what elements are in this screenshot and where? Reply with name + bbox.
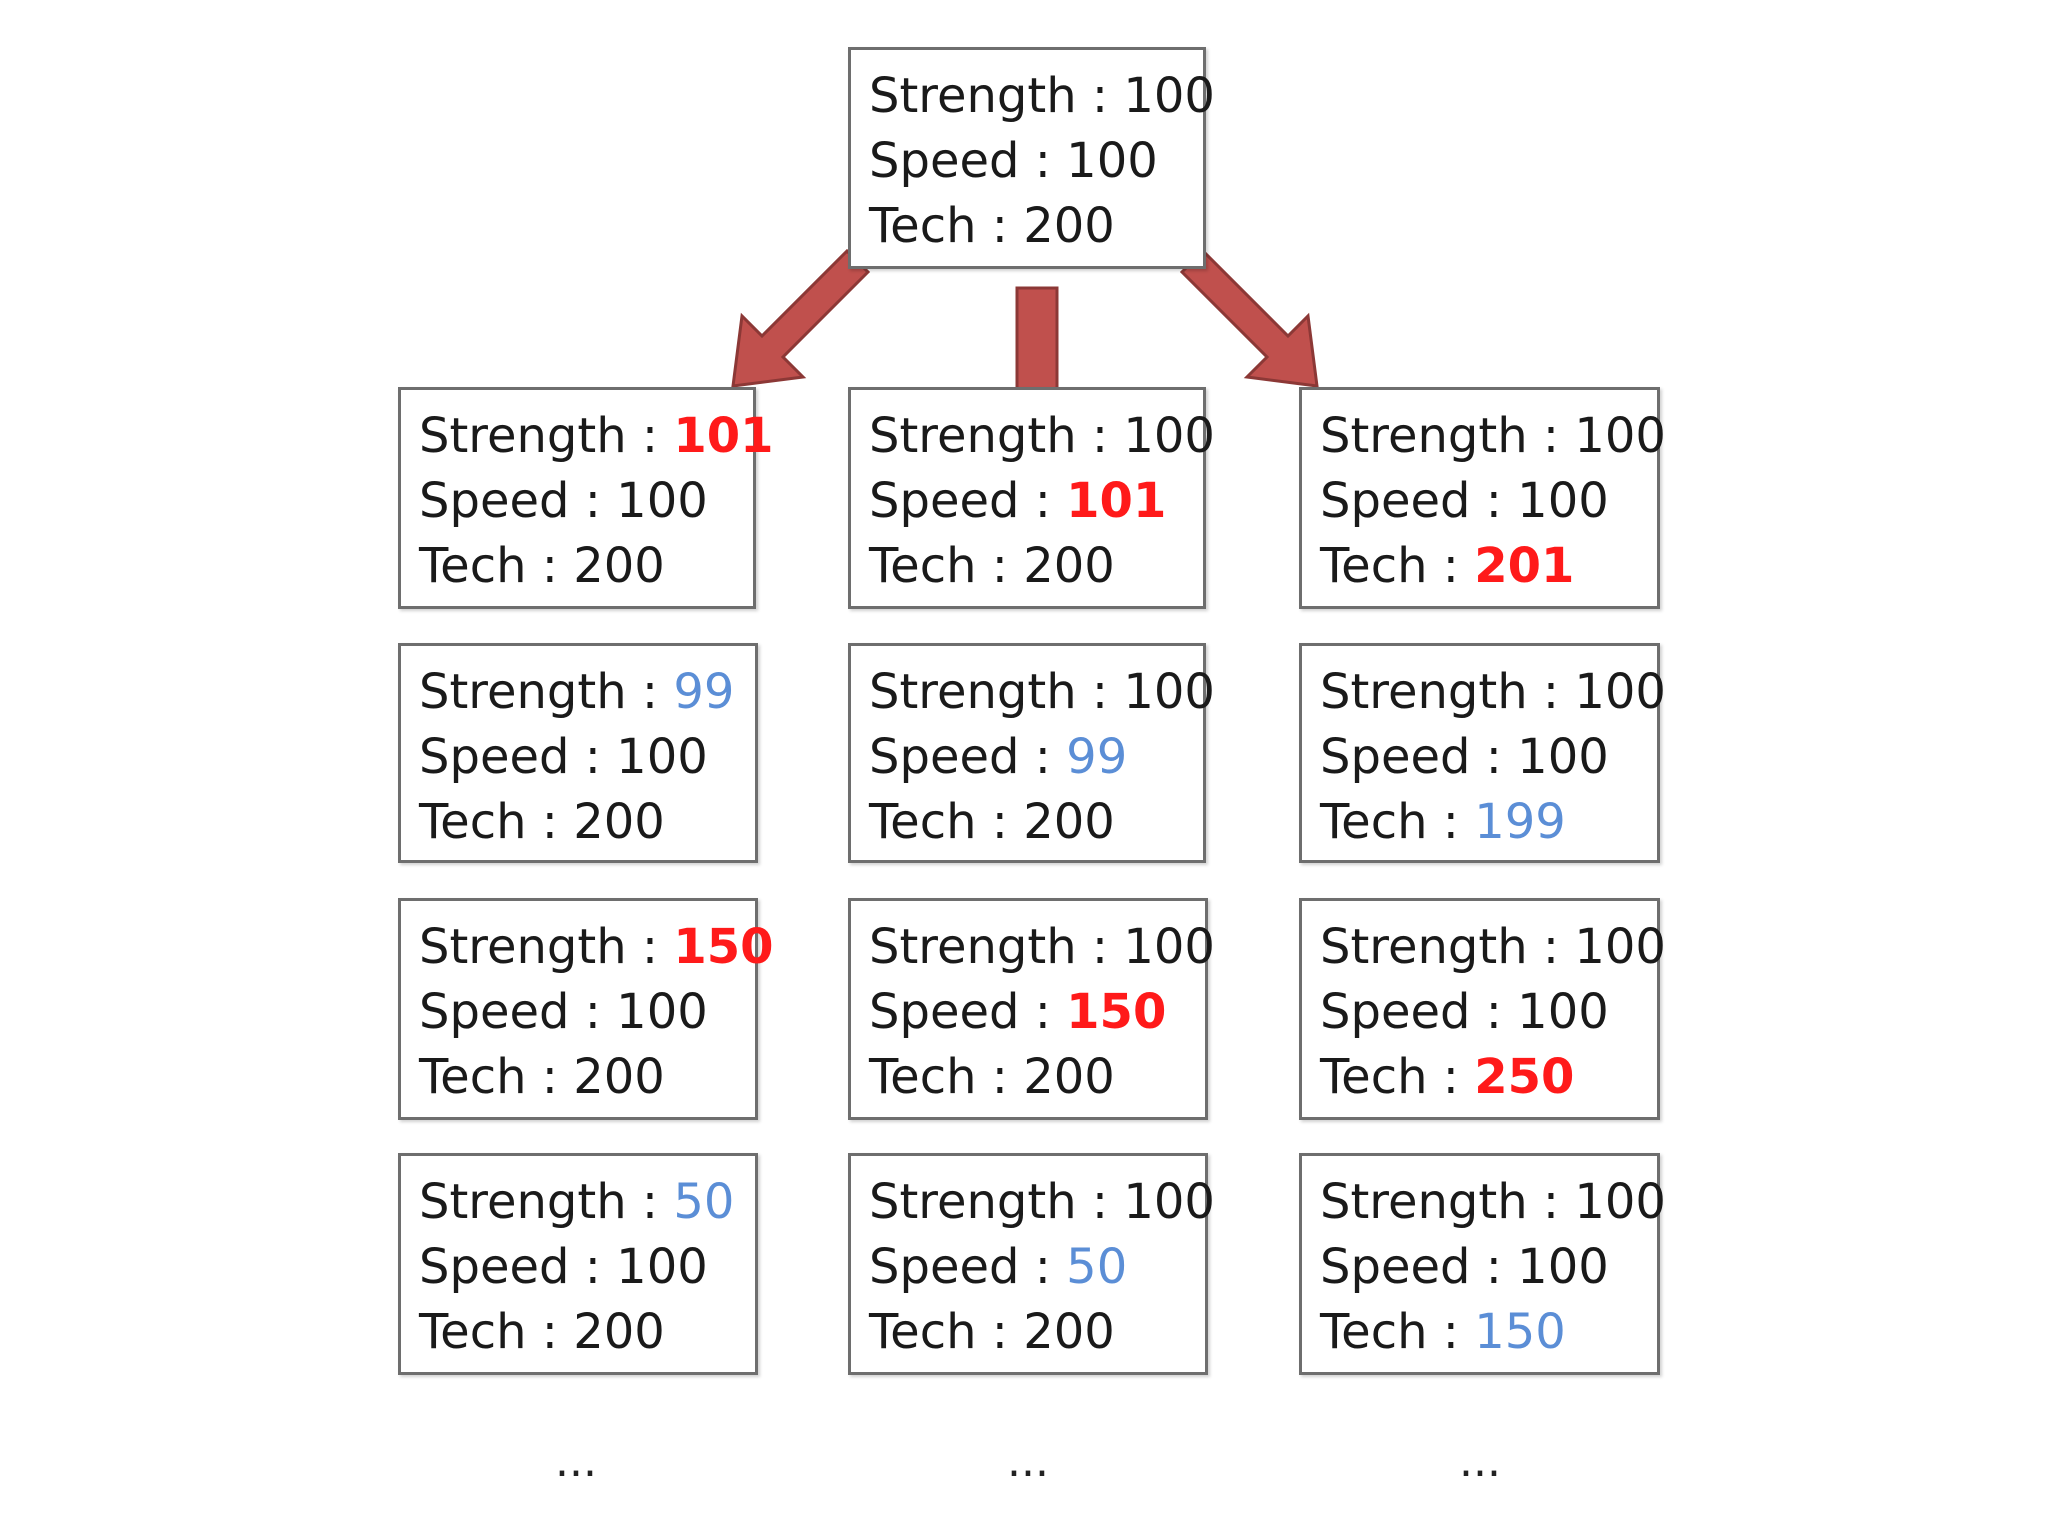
stat-tech: Tech : 150	[1320, 1304, 1566, 1360]
child-box-tech-up-large: Strength : 100 Speed : 100 Tech : 250	[1299, 898, 1666, 1120]
stat-value: 250	[1474, 1049, 1575, 1105]
stat-value: 150	[673, 919, 774, 975]
column-ellipsis: ...	[555, 1436, 597, 1487]
stat-value: 200	[1023, 794, 1115, 850]
child-box-speed-down-small: Strength : 100 Speed : 99 Tech : 200	[848, 643, 1215, 863]
stat-speed: Speed : 100	[1320, 473, 1609, 529]
stat-speed: Speed : 101	[869, 473, 1167, 529]
stat-value: 100	[1123, 919, 1215, 975]
stat-value: 99	[1066, 729, 1128, 785]
stat-speed: Speed : 50	[869, 1239, 1128, 1295]
child-box-speed-up-small: Strength : 100 Speed : 101 Tech : 200	[848, 387, 1215, 609]
stat-value: 100	[1123, 408, 1215, 464]
stat-value: 100	[1574, 919, 1666, 975]
stat-value: 100	[1574, 1174, 1666, 1230]
stat-speed: Speed : 99	[869, 729, 1128, 785]
stat-speed: Speed : 100	[869, 133, 1158, 189]
stat-strength: Strength : 100	[869, 1174, 1215, 1230]
child-box-strength-up-small: Strength : 101 Speed : 100 Tech : 200	[398, 387, 774, 609]
arrow-down-right	[1179, 248, 1319, 388]
stat-value: 100	[1517, 473, 1609, 529]
stat-value: 201	[1474, 538, 1575, 594]
stat-speed: Speed : 150	[869, 984, 1167, 1040]
stat-value: 100	[1123, 68, 1215, 124]
stat-value: 101	[1066, 473, 1167, 529]
stat-value: 200	[573, 1304, 665, 1360]
stat-strength: Strength : 100	[1320, 664, 1666, 720]
stat-value: 100	[1574, 664, 1666, 720]
stat-value: 101	[673, 408, 774, 464]
stat-tech: Tech : 200	[419, 538, 665, 594]
child-box-strength-down-small: Strength : 99 Speed : 100 Tech : 200	[398, 643, 758, 863]
stat-value: 100	[1066, 133, 1158, 189]
stat-value: 100	[616, 473, 708, 529]
stat-tech: Tech : 200	[869, 1304, 1115, 1360]
stat-value: 99	[673, 664, 735, 720]
stat-strength: Strength : 150	[419, 919, 774, 975]
stat-value: 150	[1474, 1304, 1566, 1360]
child-box-strength-down-large: Strength : 50 Speed : 100 Tech : 200	[398, 1153, 758, 1375]
root-box: Strength : 100 Speed : 100 Tech : 200	[848, 47, 1215, 269]
stat-speed: Speed : 100	[1320, 984, 1609, 1040]
stat-strength: Strength : 101	[419, 408, 774, 464]
child-box-tech-down-small: Strength : 100 Speed : 100 Tech : 199	[1299, 643, 1666, 863]
stat-tech: Tech : 200	[869, 538, 1115, 594]
child-box-speed-up-large: Strength : 100 Speed : 150 Tech : 200	[848, 898, 1215, 1120]
stat-value: 100	[616, 729, 708, 785]
stat-speed: Speed : 100	[419, 1239, 708, 1295]
stat-value: 200	[573, 538, 665, 594]
stat-speed: Speed : 100	[1320, 1239, 1609, 1295]
child-box-tech-down-large: Strength : 100 Speed : 100 Tech : 150	[1299, 1153, 1666, 1375]
stat-tech: Tech : 200	[419, 1304, 665, 1360]
stat-value: 200	[1023, 1304, 1115, 1360]
stat-value: 100	[1517, 729, 1609, 785]
stat-tech: Tech : 201	[1320, 538, 1575, 594]
stat-value: 199	[1474, 794, 1566, 850]
stat-value: 100	[1517, 1239, 1609, 1295]
stat-value: 100	[1123, 1174, 1215, 1230]
stat-speed: Speed : 100	[419, 729, 708, 785]
stat-strength: Strength : 100	[869, 68, 1215, 124]
stat-tech: Tech : 200	[869, 198, 1115, 254]
stat-strength: Strength : 100	[1320, 408, 1666, 464]
stat-value: 200	[573, 1049, 665, 1105]
stat-value: 50	[673, 1174, 735, 1230]
stat-speed: Speed : 100	[419, 473, 708, 529]
stat-strength: Strength : 100	[1320, 919, 1666, 975]
stat-strength: Strength : 100	[1320, 1174, 1666, 1230]
stat-tech: Tech : 200	[869, 794, 1115, 850]
stat-value: 200	[1023, 1049, 1115, 1105]
column-ellipsis: ...	[1007, 1436, 1049, 1487]
column-ellipsis: ...	[1459, 1436, 1501, 1487]
stat-value: 200	[1023, 538, 1115, 594]
child-box-strength-up-large: Strength : 150 Speed : 100 Tech : 200	[398, 898, 774, 1120]
stat-value: 150	[1066, 984, 1167, 1040]
stat-value: 100	[616, 1239, 708, 1295]
arrow-down-left	[731, 248, 871, 388]
stat-value: 100	[1517, 984, 1609, 1040]
stat-tech: Tech : 199	[1320, 794, 1566, 850]
stat-value: 200	[573, 794, 665, 850]
stat-strength: Strength : 100	[869, 919, 1215, 975]
stat-tech: Tech : 200	[419, 1049, 665, 1105]
stat-strength: Strength : 99	[419, 664, 735, 720]
stat-speed: Speed : 100	[1320, 729, 1609, 785]
stat-value: 100	[616, 984, 708, 1040]
stat-value: 200	[1023, 198, 1115, 254]
stat-strength: Strength : 100	[869, 408, 1215, 464]
stat-value: 50	[1066, 1239, 1128, 1295]
child-box-tech-up-small: Strength : 100 Speed : 100 Tech : 201	[1299, 387, 1666, 609]
stat-tech: Tech : 200	[419, 794, 665, 850]
stat-value: 100	[1574, 408, 1666, 464]
stat-strength: Strength : 50	[419, 1174, 735, 1230]
child-box-speed-down-large: Strength : 100 Speed : 50 Tech : 200	[848, 1153, 1215, 1375]
stat-speed: Speed : 100	[419, 984, 708, 1040]
stat-strength: Strength : 100	[869, 664, 1215, 720]
stat-tech: Tech : 250	[1320, 1049, 1575, 1105]
stat-tech: Tech : 200	[869, 1049, 1115, 1105]
stat-value: 100	[1123, 664, 1215, 720]
